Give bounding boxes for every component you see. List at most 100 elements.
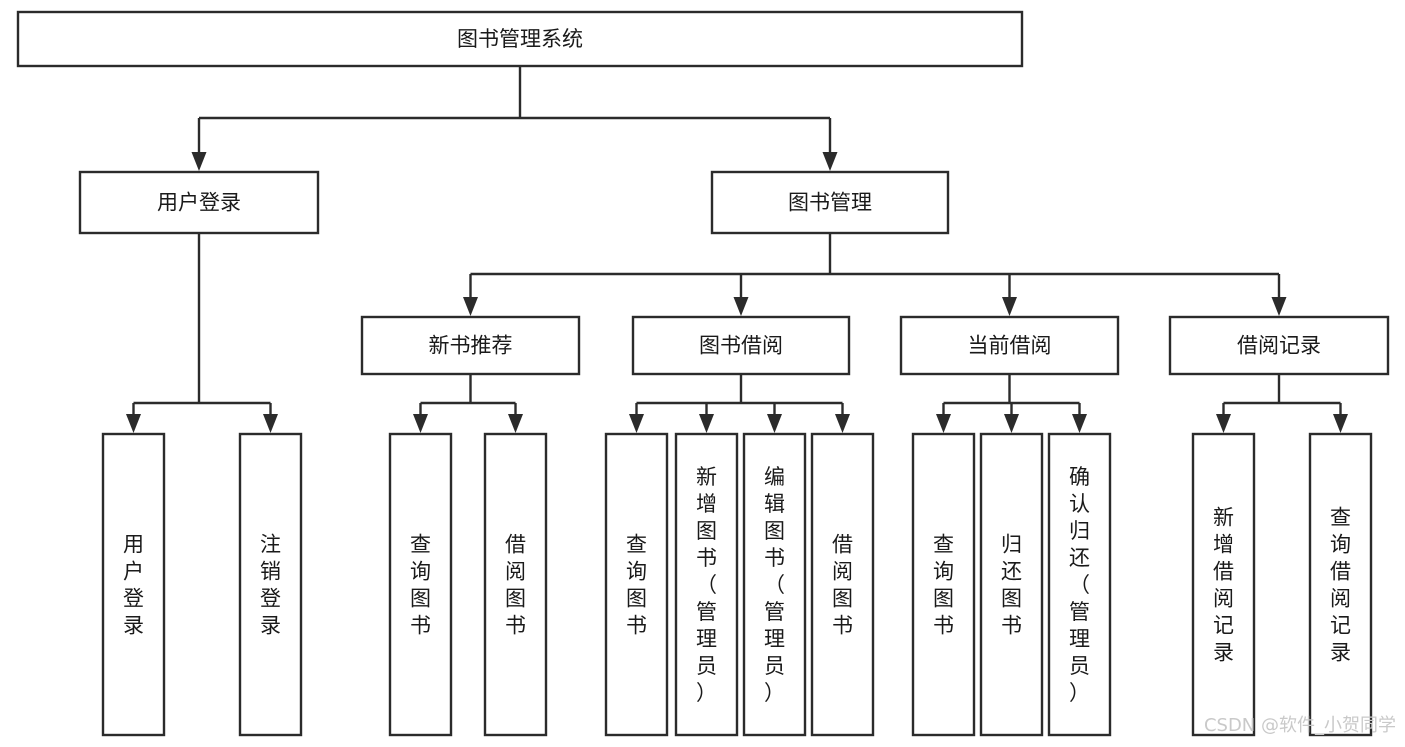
arrow-head-icon — [508, 414, 523, 433]
node-label-char: 归 — [1069, 519, 1090, 543]
node-label-char: 理 — [1069, 627, 1090, 651]
node-label-char: 查 — [933, 533, 954, 557]
node-box-leaf-borrow-book-2[interactable] — [810, 432, 875, 737]
node-label-char: 增 — [696, 492, 717, 516]
node-box-leaf-query-book-3[interactable] — [911, 432, 976, 737]
node-label-char: 销 — [260, 560, 281, 584]
node-label-char: 理 — [764, 627, 785, 651]
node-label-char: 图 — [933, 587, 954, 611]
node-box-leaf-query-record[interactable] — [1308, 432, 1373, 737]
node-label-char: 书 — [696, 546, 717, 570]
node-box-new-book-recommend[interactable] — [360, 315, 581, 376]
node-label-char: 图 — [626, 587, 647, 611]
node-label-borrow-record: 借阅记录 — [1237, 334, 1321, 358]
node-label-char: 录 — [123, 614, 144, 638]
arrow-head-icon — [835, 414, 850, 433]
node-label-char: 员 — [1069, 654, 1090, 678]
node-label-char: ） — [1069, 681, 1090, 705]
node-box-leaf-user-logout[interactable] — [238, 432, 303, 737]
node-label-char: 还 — [1001, 560, 1022, 584]
arrow-head-icon — [126, 414, 141, 433]
arrow-head-icon — [767, 414, 782, 433]
node-label-char: 认 — [1069, 492, 1090, 516]
node-label-char: 录 — [1330, 641, 1351, 665]
node-box-user-login[interactable] — [78, 170, 320, 235]
node-label-char: （ — [696, 573, 717, 597]
node-label-char: 书 — [933, 614, 954, 638]
node-box-leaf-query-book-2[interactable] — [604, 432, 669, 737]
node-box-leaf-confirm-return[interactable] — [1047, 432, 1112, 737]
node-label-char: 查 — [410, 533, 431, 557]
node-label-char: 注 — [260, 533, 281, 557]
node-label-char: 查 — [1330, 506, 1351, 530]
node-box-current-borrow[interactable] — [899, 315, 1120, 376]
node-book-borrow[interactable]: 图书借阅 — [631, 315, 851, 376]
node-label-char: 录 — [1213, 641, 1234, 665]
node-box-book-management[interactable] — [710, 170, 950, 235]
node-label-root: 图书管理系统 — [457, 27, 583, 51]
node-label-char: 记 — [1213, 614, 1234, 638]
arrow-head-icon — [1216, 414, 1231, 433]
node-label-book-management: 图书管理 — [788, 191, 872, 215]
node-label-char: 员 — [764, 654, 785, 678]
node-label-char: 编 — [764, 465, 785, 489]
connector-layer — [126, 66, 1348, 433]
node-label-char: 录 — [260, 614, 281, 638]
node-label-char: 管 — [696, 600, 717, 624]
node-root[interactable]: 图书管理系统 — [16, 10, 1024, 68]
node-user-login[interactable]: 用户登录 — [78, 170, 320, 235]
node-label-char: ） — [696, 681, 717, 705]
node-book-management[interactable]: 图书管理 — [710, 170, 950, 235]
node-current-borrow[interactable]: 当前借阅 — [899, 315, 1120, 376]
node-box-leaf-add-book[interactable] — [674, 432, 739, 737]
node-label-char: 图 — [410, 587, 431, 611]
node-label-char: 管 — [764, 600, 785, 624]
arrow-head-icon — [1072, 414, 1087, 433]
node-box-leaf-add-record[interactable] — [1191, 432, 1256, 737]
node-label-char: 用 — [123, 533, 144, 557]
node-box-borrow-record[interactable] — [1168, 315, 1390, 376]
node-label-char: 归 — [1001, 533, 1022, 557]
node-box-leaf-edit-book[interactable] — [742, 432, 807, 737]
node-box-leaf-query-book-1[interactable] — [388, 432, 453, 737]
node-box-leaf-return-book[interactable] — [979, 432, 1044, 737]
node-box-leaf-user-login[interactable] — [101, 432, 166, 737]
csdn-watermark: CSDN @软件_小贺同学 — [1204, 715, 1396, 736]
arrow-head-icon — [629, 414, 644, 433]
node-leaf-user-login[interactable]: 用户登录 — [101, 432, 166, 737]
node-label-char: 新 — [1213, 506, 1234, 530]
arrow-head-icon — [733, 297, 749, 316]
node-box-root[interactable] — [16, 10, 1024, 68]
node-label-char: 确 — [1069, 465, 1090, 489]
node-box-book-borrow[interactable] — [631, 315, 851, 376]
node-label-char: 询 — [1330, 533, 1351, 557]
node-new-book-recommend[interactable]: 新书推荐 — [360, 315, 581, 376]
node-label-char: 借 — [832, 533, 853, 557]
node-label-char: 图 — [832, 587, 853, 611]
node-label-char: 书 — [505, 614, 526, 638]
node-label-char: 还 — [1069, 546, 1090, 570]
node-label-char: 阅 — [1213, 587, 1234, 611]
node-label-char: 借 — [1213, 560, 1234, 584]
node-label-char: （ — [764, 573, 785, 597]
node-label-char: 图 — [505, 587, 526, 611]
node-label-char: 阅 — [505, 560, 526, 584]
node-box-leaf-borrow-book-1[interactable] — [483, 432, 548, 737]
node-borrow-record[interactable]: 借阅记录 — [1168, 315, 1390, 376]
node-label-char: 登 — [123, 587, 144, 611]
node-label-char: 员 — [696, 654, 717, 678]
arrow-head-icon — [936, 414, 951, 433]
